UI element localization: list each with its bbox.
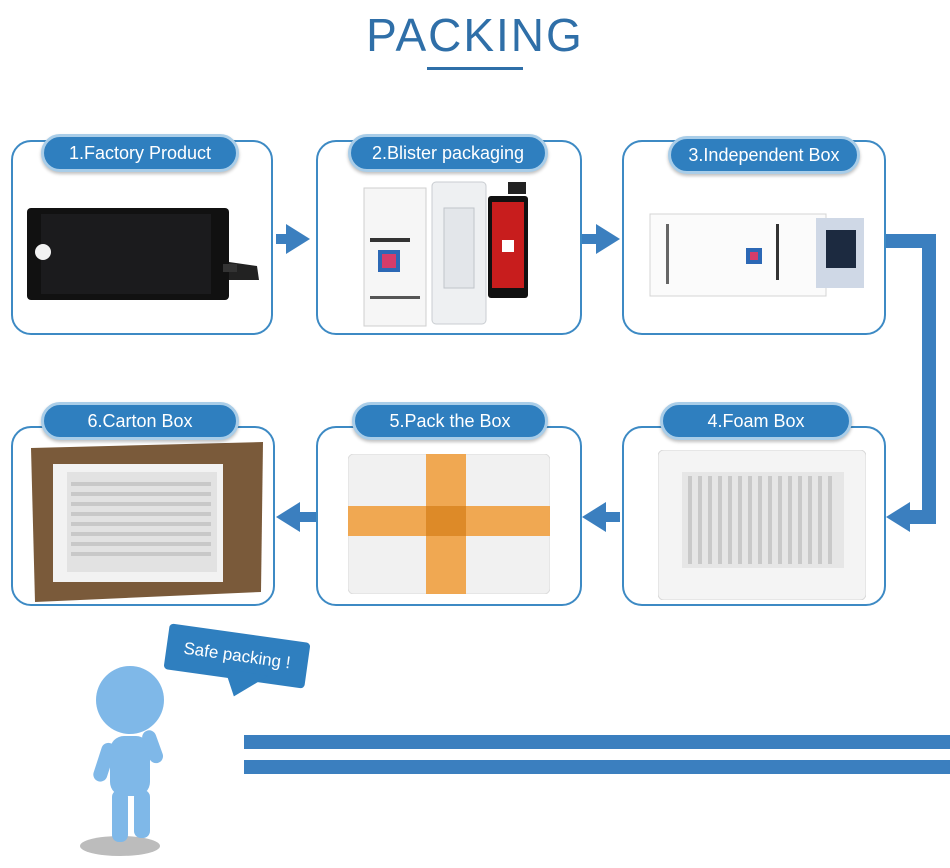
step-label-1: 1.Factory Product xyxy=(41,134,239,172)
retail-box-photo xyxy=(649,213,864,297)
arrow-left-icon xyxy=(582,502,606,532)
arrow-right-icon xyxy=(286,224,310,254)
step-label-2: 2.Blister packaging xyxy=(348,134,548,172)
step-label-5: 5.Pack the Box xyxy=(352,402,548,440)
arrow-left-icon xyxy=(276,502,300,532)
connector-bottom xyxy=(908,510,936,524)
step-card-carton-box: 6.Carton Box xyxy=(11,402,275,606)
decorative-bar-top xyxy=(244,735,950,749)
connector-vertical xyxy=(922,234,936,524)
arrow-right-icon xyxy=(596,224,620,254)
arrow-stem xyxy=(298,512,316,522)
step-label-6: 6.Carton Box xyxy=(41,402,239,440)
step-card-blister-packaging: 2.Blister packaging xyxy=(316,134,582,335)
decorative-bar-bottom xyxy=(244,760,950,774)
arrow-stem xyxy=(604,512,620,522)
step-label-4: 4.Foam Box xyxy=(660,402,852,440)
carton-box-photo xyxy=(31,442,263,602)
arrow-stem xyxy=(276,234,288,244)
step-card-pack-the-box: 5.Pack the Box xyxy=(316,402,582,606)
mascot-figure xyxy=(80,666,164,856)
sealed-foam-box-photo xyxy=(348,454,550,594)
lcd-screen-photo xyxy=(27,208,259,300)
arrow-stem xyxy=(582,234,598,244)
step-card-factory-product: 1.Factory Product xyxy=(11,134,273,335)
arrow-left-icon xyxy=(886,502,910,532)
foam-box-photo xyxy=(658,450,866,600)
blister-pack-photo xyxy=(363,181,528,327)
page-title: PACKING xyxy=(366,9,584,61)
step-label-3: 3.Independent Box xyxy=(668,136,860,174)
step-card-foam-box: 4.Foam Box xyxy=(622,402,886,606)
title-underline xyxy=(427,67,523,70)
step-card-independent-box: 3.Independent Box xyxy=(622,136,886,335)
